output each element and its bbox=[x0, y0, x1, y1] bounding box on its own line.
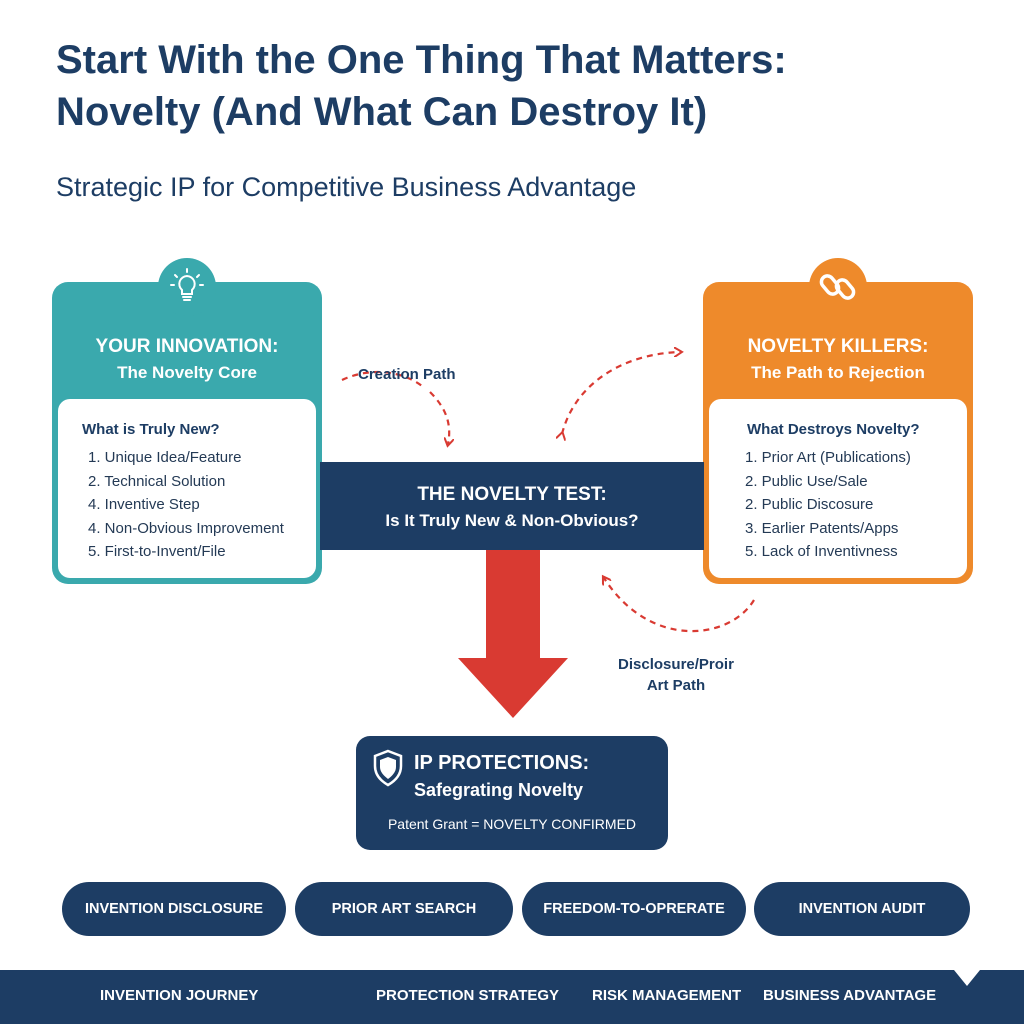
killers-heading: NOVELTY KILLERS: bbox=[747, 336, 929, 357]
lightbulb-icon bbox=[158, 258, 216, 316]
novelty-test-heading: THE NOVELTY TEST: bbox=[417, 484, 607, 505]
invention-audit-button[interactable]: INVENTION AUDIT bbox=[754, 882, 970, 936]
killer-path-arrow bbox=[562, 352, 680, 434]
ip-protections-box: IP PROTECTIONS: Safegrating Novelty Pate… bbox=[356, 736, 668, 850]
protections-note: Patent Grant = NOVELTY CONFIRMED bbox=[387, 816, 637, 832]
shield-icon bbox=[373, 749, 403, 787]
innovation-subheading: The Novelty Core bbox=[117, 363, 257, 382]
disclosure-path-label: Disclosure/Proir Art Path bbox=[606, 654, 746, 696]
list-item: 5. Lack of Inventivness bbox=[745, 543, 898, 560]
killers-question: What Destroys Novelty? bbox=[747, 421, 920, 438]
innovation-card: YOUR INNOVATION: The Novelty Core What i… bbox=[52, 282, 322, 584]
novelty-killers-card: NOVELTY KILLERS: The Path to Rejection W… bbox=[703, 282, 973, 584]
novelty-test-band: THE NOVELTY TEST: Is It Truly New & Non-… bbox=[320, 462, 704, 550]
page-title: Start With the One Thing That Matters: N… bbox=[56, 34, 976, 138]
footer-item-risk-management: RISK MANAGEMENT bbox=[592, 987, 742, 1004]
protections-heading: IP PROTECTIONS: bbox=[414, 752, 590, 774]
footer-bar: INVENTION JOURNEY PROTECTION STRATEGY RI… bbox=[0, 970, 1024, 1024]
killers-card-body: What Destroys Novelty? 1. Prior Art (Pub… bbox=[709, 399, 967, 578]
chain-link-icon bbox=[809, 258, 867, 316]
red-down-arrow bbox=[458, 550, 568, 718]
killers-subheading: The Path to Rejection bbox=[751, 363, 925, 382]
innovation-card-header: YOUR INNOVATION: The Novelty Core bbox=[52, 334, 322, 386]
list-item: 3. Earlier Patents/Apps bbox=[745, 519, 899, 537]
title-line-2: Novelty (And What Can Destroy It) bbox=[56, 90, 708, 134]
killers-list: 1. Prior Art (Publications) 2. Public Us… bbox=[733, 446, 957, 564]
invention-disclosure-button[interactable]: INVENTION DISCLOSURE bbox=[62, 882, 286, 936]
list-item: 1. Prior Art (Publications) bbox=[745, 449, 911, 466]
novelty-test-subheading: Is It Truly New & Non-Obvious? bbox=[385, 511, 639, 530]
footer-item-invention-journey: INVENTION JOURNEY bbox=[100, 987, 259, 1004]
footer-notch bbox=[954, 970, 980, 986]
innovation-list: 1. Unique Idea/Feature 2. Technical Solu… bbox=[82, 446, 306, 564]
prior-art-search-button[interactable]: PRIOR ART SEARCH bbox=[295, 882, 513, 936]
disclosure-path-label-line-1: Disclosure/Proir bbox=[618, 656, 734, 673]
footer-item-business-advantage: BUSINESS ADVANTAGE bbox=[763, 987, 937, 1004]
list-item: 5. First-to-Invent/File bbox=[88, 543, 226, 560]
list-item: 4. Non-Obvious Improvement bbox=[88, 519, 284, 537]
list-item: 2. Public Use/Sale bbox=[745, 472, 868, 490]
title-line-1: Start With the One Thing That Matters: bbox=[56, 38, 787, 82]
list-item: 1. Unique Idea/Feature bbox=[88, 449, 242, 466]
innovation-card-body: What is Truly New? 1. Unique Idea/Featur… bbox=[58, 399, 316, 578]
killers-card-header: NOVELTY KILLERS: The Path to Rejection bbox=[703, 334, 973, 386]
disclosure-path-arrow bbox=[604, 578, 755, 633]
list-item: 4. Inventive Step bbox=[88, 496, 200, 513]
innovation-question: What is Truly New? bbox=[82, 421, 220, 438]
creation-path-label: Creation Path bbox=[358, 366, 456, 383]
footer-item-protection-strategy: PROTECTION STRATEGY bbox=[376, 987, 560, 1004]
list-item: 2. Public Discosure bbox=[745, 496, 874, 513]
list-item: 2. Technical Solution bbox=[88, 472, 226, 490]
innovation-heading: YOUR INNOVATION: bbox=[95, 336, 279, 357]
page-subtitle: Strategic IP for Competitive Business Ad… bbox=[56, 172, 637, 202]
freedom-to-operate-button[interactable]: FREEDOM-TO-OPRERATE bbox=[522, 882, 746, 936]
disclosure-path-label-line-2: Art Path bbox=[646, 677, 706, 694]
protections-subheading: Safegrating Novelty bbox=[414, 780, 584, 800]
creation-path-arrow-down bbox=[429, 391, 449, 444]
